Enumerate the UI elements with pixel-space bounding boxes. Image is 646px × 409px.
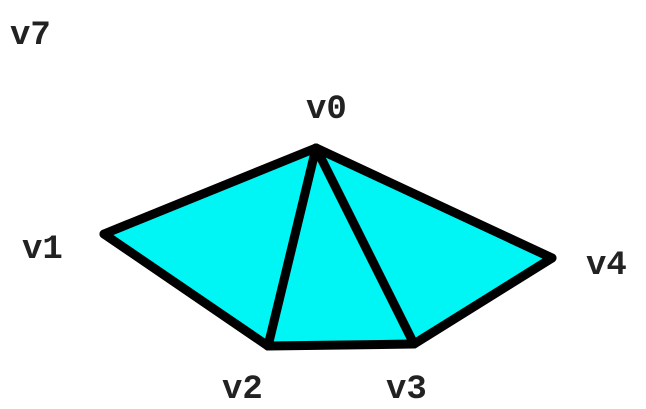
vertex-label-v3: v3 [386,371,427,409]
edge-v0-v1 [99,143,321,239]
triangle-v0-v3-v4 [316,148,552,344]
triangle-edges [99,143,557,351]
edge-v2-v3 [263,339,419,351]
edge-v3-v4 [409,253,557,349]
vertex-label-v4: v4 [586,247,627,285]
vertex-label-v7: v7 [10,17,51,55]
vertex-label-v1: v1 [22,231,63,269]
triangle-v0-v1-v2 [104,148,316,346]
edge-v0-v3 [311,143,419,349]
edge-v1-v2 [99,229,273,351]
edge-v0-v2 [263,143,321,351]
edge-v0-v4 [311,143,557,263]
vertex-label-v0: v0 [306,91,347,129]
vertex-label-v2: v2 [222,371,263,409]
